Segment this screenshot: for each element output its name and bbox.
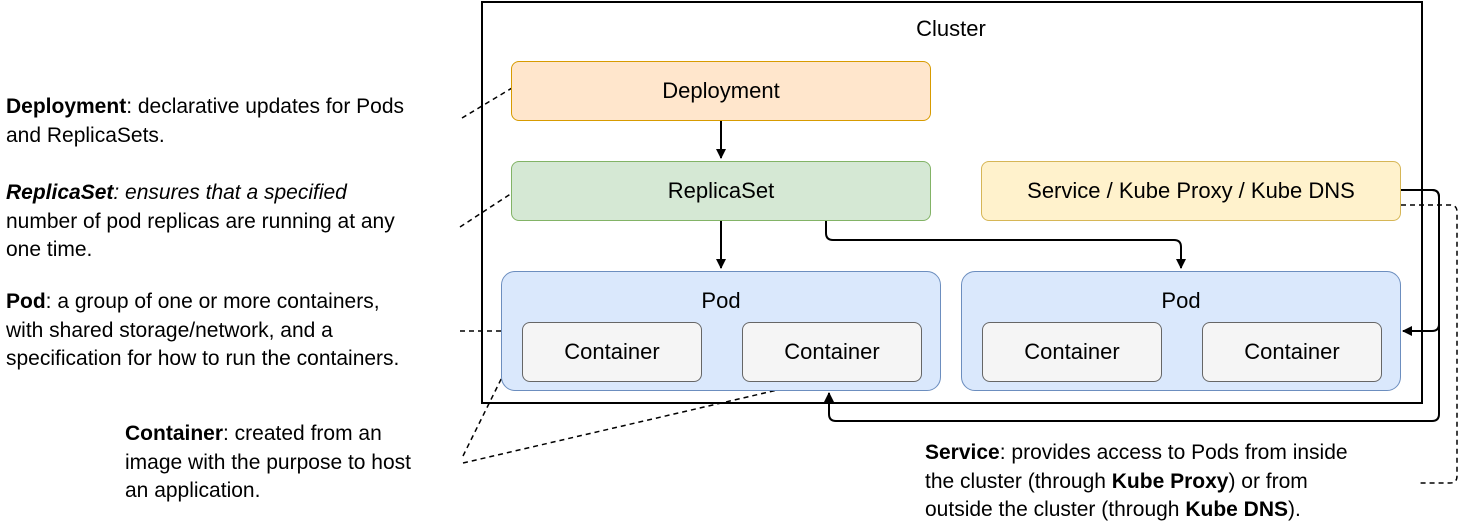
pod-2-title: Pod (1161, 288, 1201, 313)
service-note-line-3c: ). (1288, 498, 1301, 521)
deployment-note: Deployment: declarative updates for Pods… (6, 93, 404, 150)
replicaset-box: ReplicaSet (511, 161, 931, 221)
pod-note-line-2: with shared storage/network, and a (6, 318, 333, 342)
pod-2-container-2: Container (1202, 322, 1382, 382)
container-label: Container (1244, 339, 1340, 364)
pod-1-title: Pod (701, 288, 741, 313)
service-note-term: Service (925, 441, 1000, 464)
pod-2-container-1: Container (982, 322, 1162, 382)
service-to-pod1-arrow (824, 189, 1440, 422)
container-note-line-1: : created from an (223, 422, 382, 445)
service-note-line-2c: ) or from (1228, 469, 1308, 493)
replicaset-callout-line (459, 192, 513, 228)
deployment-box-label: Deployment (662, 78, 780, 103)
cluster-title: Cluster (916, 16, 986, 41)
service-note: Service: provides access to Pods from in… (925, 439, 1348, 525)
container-note: Container: created from an image with th… (125, 420, 411, 506)
pod-1: Pod Container Container (501, 271, 941, 391)
deployment-note-line-2: and ReplicaSets. (6, 123, 165, 147)
container-label: Container (784, 339, 880, 364)
deployment-callout-line (461, 87, 513, 119)
service-box-label: Service / Kube Proxy / Kube DNS (1027, 178, 1355, 203)
replicaset-note: ReplicaSet: ensures that a specified num… (6, 179, 395, 265)
service-box: Service / Kube Proxy / Kube DNS (981, 161, 1401, 221)
service-note-line-2a: the cluster (through (925, 469, 1112, 493)
deployment-note-line-1: : declarative updates for Pods (126, 95, 405, 118)
container-note-line-3: an application. (125, 479, 261, 502)
service-note-kube-dns: Kube DNS (1185, 498, 1289, 521)
pod-1-container-1: Container (522, 322, 702, 382)
replicaset-note-term: ReplicaSet (6, 181, 114, 204)
service-note-kube-proxy: Kube Proxy (1111, 469, 1229, 493)
service-note-line-1: : provides access to Pods from inside (999, 441, 1348, 464)
service-note-line-3a: outside the cluster (through (925, 498, 1186, 521)
pod-1-container-2: Container (742, 322, 922, 382)
replicaset-box-label: ReplicaSet (667, 178, 775, 203)
container-note-line-2: image with the purpose to host (125, 450, 412, 474)
deployment-box: Deployment (511, 61, 931, 121)
container-label: Container (564, 339, 660, 364)
pod-note-line-3: specification for how to run the contain… (6, 347, 400, 370)
pod-2: Pod Container Container (961, 271, 1401, 391)
replicaset-to-pod2-arrow (825, 221, 1186, 269)
service-to-pod2-arrow (1401, 189, 1440, 336)
pod-note-term: Pod (6, 290, 46, 313)
container-note-term: Container (125, 422, 224, 445)
replicaset-note-line-3: one time. (6, 238, 93, 261)
replicaset-note-line-2: number of pod replicas are running at an… (6, 209, 395, 233)
service-callout-line (1401, 204, 1458, 484)
deployment-note-term: Deployment (6, 95, 127, 118)
pod-note-line-1: : a group of one or more containers, (45, 290, 380, 313)
pod-note: Pod: a group of one or more containers, … (6, 288, 399, 374)
container-label: Container (1024, 339, 1120, 364)
replicaset-note-line-1: : ensures that a specified (113, 181, 347, 204)
